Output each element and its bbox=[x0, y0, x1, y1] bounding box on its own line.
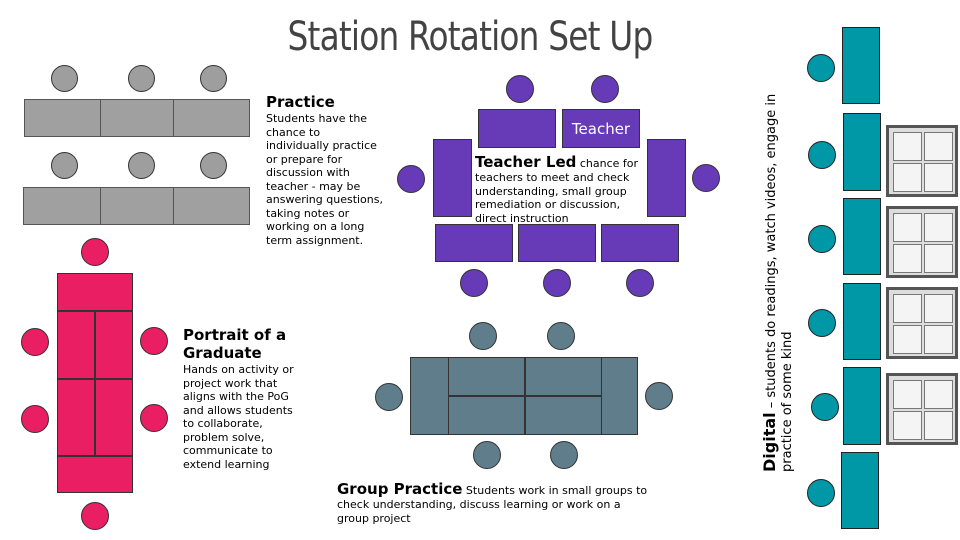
portrait-heading: Portrait of a Graduate bbox=[183, 326, 287, 362]
group-practice-desk bbox=[525, 357, 602, 396]
page-title: Station Rotation Set Up bbox=[287, 14, 654, 60]
window-icon bbox=[886, 125, 958, 197]
practice-desk bbox=[23, 187, 101, 225]
digital-desk bbox=[841, 452, 879, 529]
practice-seat bbox=[200, 65, 227, 92]
portrait-seat bbox=[140, 404, 168, 432]
portrait-seat bbox=[21, 405, 49, 433]
teacher-led-seat bbox=[460, 269, 488, 297]
group-practice-desk bbox=[448, 396, 525, 435]
portrait-desk bbox=[57, 379, 95, 456]
portrait-desk bbox=[57, 273, 133, 311]
group-practice-seat bbox=[547, 322, 575, 350]
window-icon bbox=[886, 373, 958, 445]
practice-seat bbox=[128, 65, 155, 92]
digital-desk bbox=[843, 198, 881, 275]
practice-seat bbox=[51, 65, 78, 92]
teacher-led-seat bbox=[397, 165, 425, 193]
teacher-led-seat bbox=[543, 269, 571, 297]
group-practice-heading: Group Practice bbox=[337, 480, 463, 498]
portrait-description: Hands on activity or project work that a… bbox=[183, 363, 294, 471]
digital-seat bbox=[807, 479, 835, 507]
digital-text: Digital – students do readings, watch vi… bbox=[760, 82, 796, 472]
digital-seat bbox=[811, 393, 839, 421]
practice-desk bbox=[173, 187, 250, 225]
group-practice-desk bbox=[410, 357, 449, 435]
teacher-led-desk bbox=[433, 139, 472, 217]
digital-desk bbox=[843, 113, 881, 191]
teacher-led-seat bbox=[692, 164, 720, 192]
teacher-led-desk bbox=[601, 224, 679, 262]
group-practice-seat bbox=[473, 441, 501, 469]
digital-heading: Digital bbox=[760, 412, 779, 472]
window-icon bbox=[886, 287, 958, 359]
group-practice-text: Group Practice Students work in small gr… bbox=[337, 480, 655, 525]
teacher-led-description: chance for teachers to meet and check un… bbox=[475, 157, 639, 225]
practice-seat bbox=[51, 152, 78, 179]
portrait-desk bbox=[57, 311, 95, 379]
portrait-desk bbox=[95, 379, 133, 456]
portrait-seat bbox=[81, 502, 109, 530]
group-practice-desk bbox=[601, 357, 638, 435]
group-practice-seat bbox=[469, 322, 497, 350]
teacher-led-desk bbox=[435, 224, 513, 262]
group-practice-description: Students work in small groups to check u… bbox=[337, 484, 648, 525]
teacher-desk: Teacher bbox=[562, 109, 640, 148]
teacher-led-desk bbox=[647, 139, 686, 217]
practice-seat bbox=[200, 152, 227, 179]
portrait-seat bbox=[140, 327, 168, 355]
digital-desk bbox=[842, 27, 880, 104]
practice-desk bbox=[173, 99, 250, 137]
group-practice-seat bbox=[645, 382, 673, 410]
group-practice-seat bbox=[375, 383, 403, 411]
teacher-desk-label: Teacher bbox=[571, 119, 631, 138]
teacher-led-desk bbox=[478, 109, 556, 148]
practice-heading: Practice bbox=[266, 93, 335, 111]
portrait-desk bbox=[57, 456, 133, 493]
practice-description: Students have the chance to individually… bbox=[266, 112, 383, 247]
teacher-led-desk bbox=[518, 224, 596, 262]
group-practice-desk bbox=[448, 357, 525, 396]
teacher-led-seat bbox=[506, 75, 534, 103]
window-icon bbox=[886, 206, 958, 278]
practice-desk bbox=[100, 187, 174, 225]
digital-seat bbox=[807, 54, 835, 82]
digital-seat bbox=[808, 309, 836, 337]
teacher-led-seat bbox=[591, 75, 619, 103]
digital-seat bbox=[808, 141, 836, 169]
digital-desk bbox=[843, 283, 881, 360]
portrait-seat bbox=[81, 238, 109, 266]
teacher-led-seat bbox=[626, 269, 654, 297]
group-practice-desk bbox=[525, 396, 602, 435]
teacher-led-text: Teacher Led chance for teachers to meet … bbox=[475, 153, 643, 225]
group-practice-seat bbox=[550, 441, 578, 469]
portrait-desk bbox=[95, 311, 133, 379]
practice-seat bbox=[128, 152, 155, 179]
teacher-led-heading: Teacher Led bbox=[475, 153, 577, 171]
portrait-seat bbox=[21, 328, 49, 356]
digital-seat bbox=[808, 225, 836, 253]
practice-desk bbox=[100, 99, 174, 137]
digital-desk bbox=[843, 367, 881, 445]
practice-desk bbox=[24, 99, 101, 137]
